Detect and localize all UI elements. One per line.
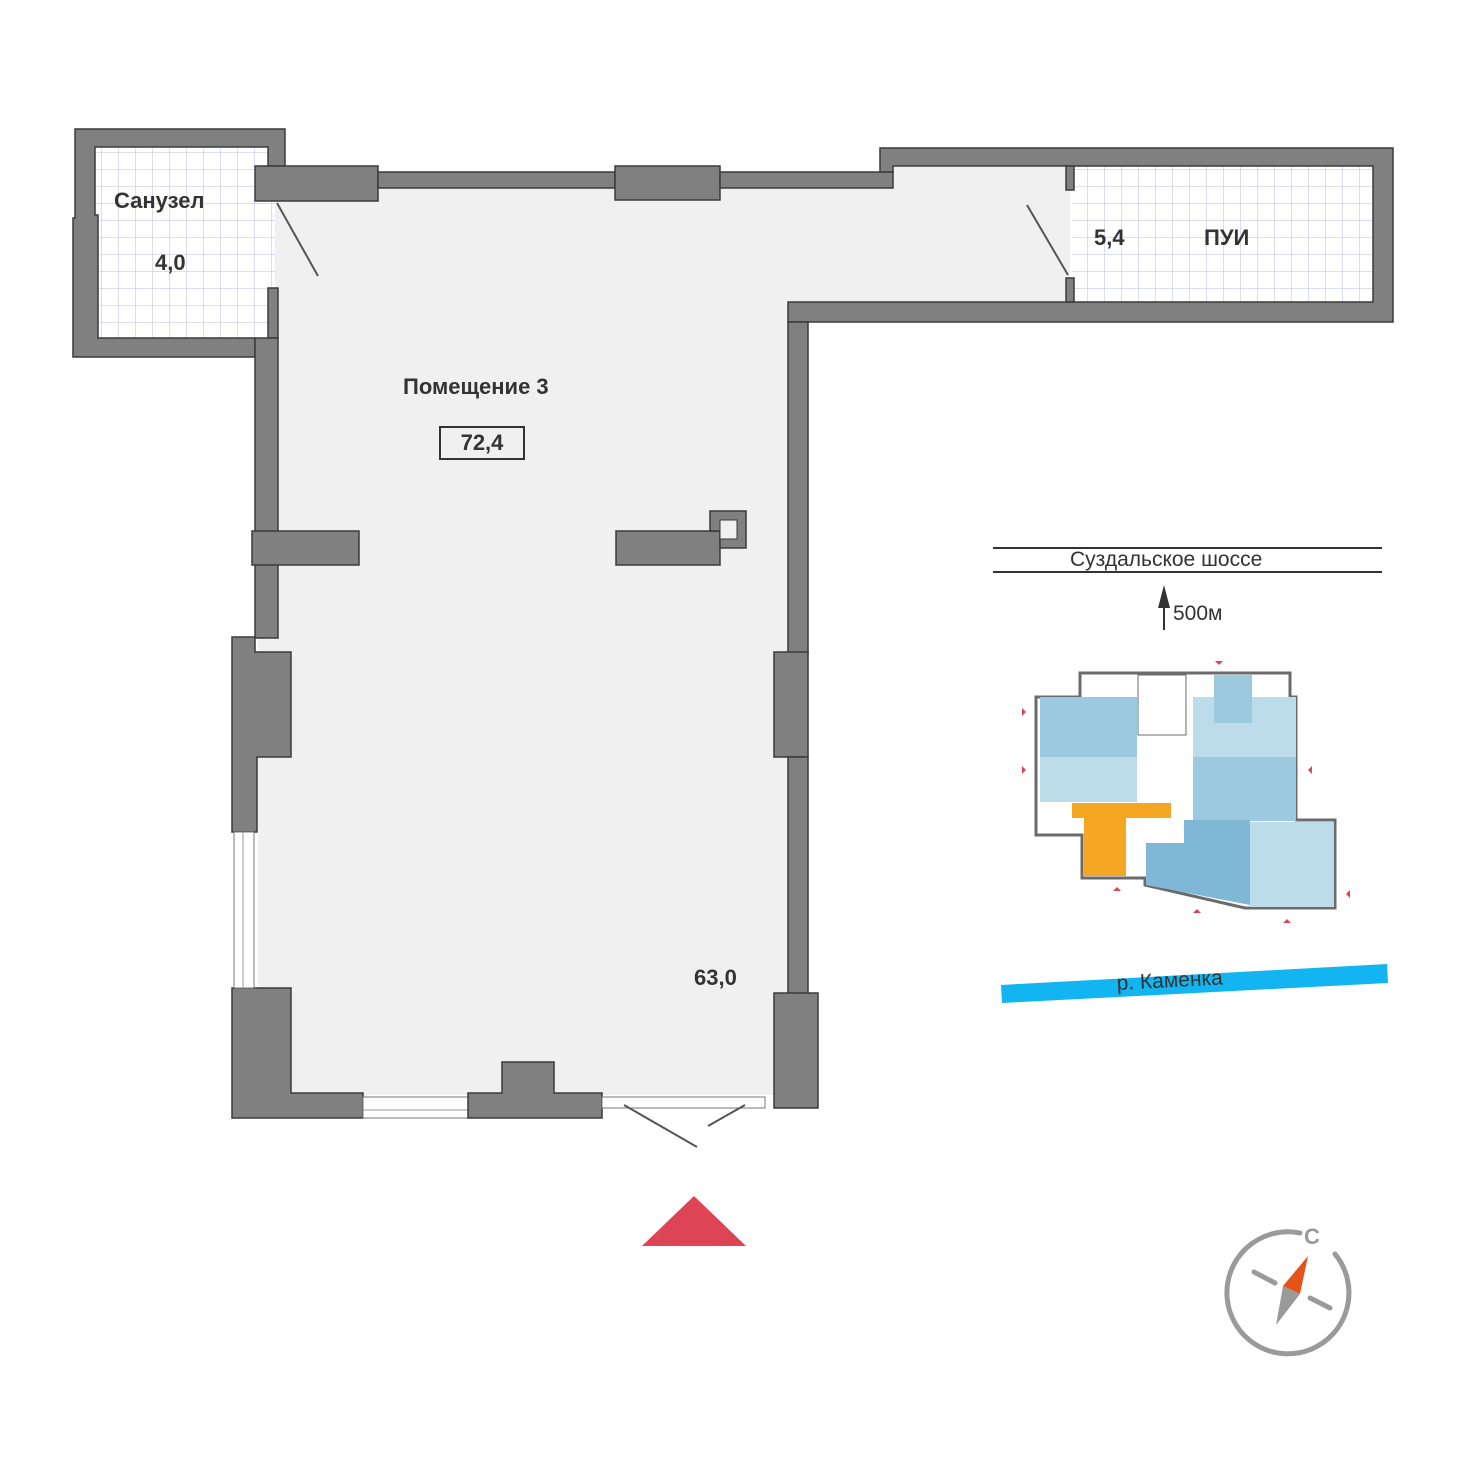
- selected-unit: [1072, 803, 1171, 876]
- pui-floor: [1072, 166, 1373, 302]
- doors: [276, 202, 1069, 1148]
- main-room-area: 63,0: [694, 965, 737, 990]
- bathroom-area: 4,0: [155, 250, 186, 275]
- building-key-plan: [1022, 661, 1350, 923]
- bathroom-floor: [95, 147, 275, 338]
- distance-label: 500м: [1173, 602, 1223, 625]
- river: [1001, 964, 1388, 1003]
- road-label: Суздальское шоссе: [1070, 548, 1263, 571]
- main-room-floor: [258, 166, 1070, 1095]
- compass-north-label: С: [1304, 1224, 1320, 1249]
- north-arrow-icon: [1158, 585, 1170, 630]
- pui-area: 5,4: [1094, 225, 1125, 250]
- pui-name: ПУИ: [1204, 225, 1250, 250]
- compass-icon: [1224, 1229, 1352, 1357]
- total-area-badge: 72,4: [439, 426, 525, 460]
- walls: [72, 128, 1394, 1119]
- main-room-name: Помещение 3: [403, 374, 549, 399]
- entrance-arrow-icon: [642, 1196, 746, 1246]
- bathroom-name: Санузел: [114, 188, 205, 213]
